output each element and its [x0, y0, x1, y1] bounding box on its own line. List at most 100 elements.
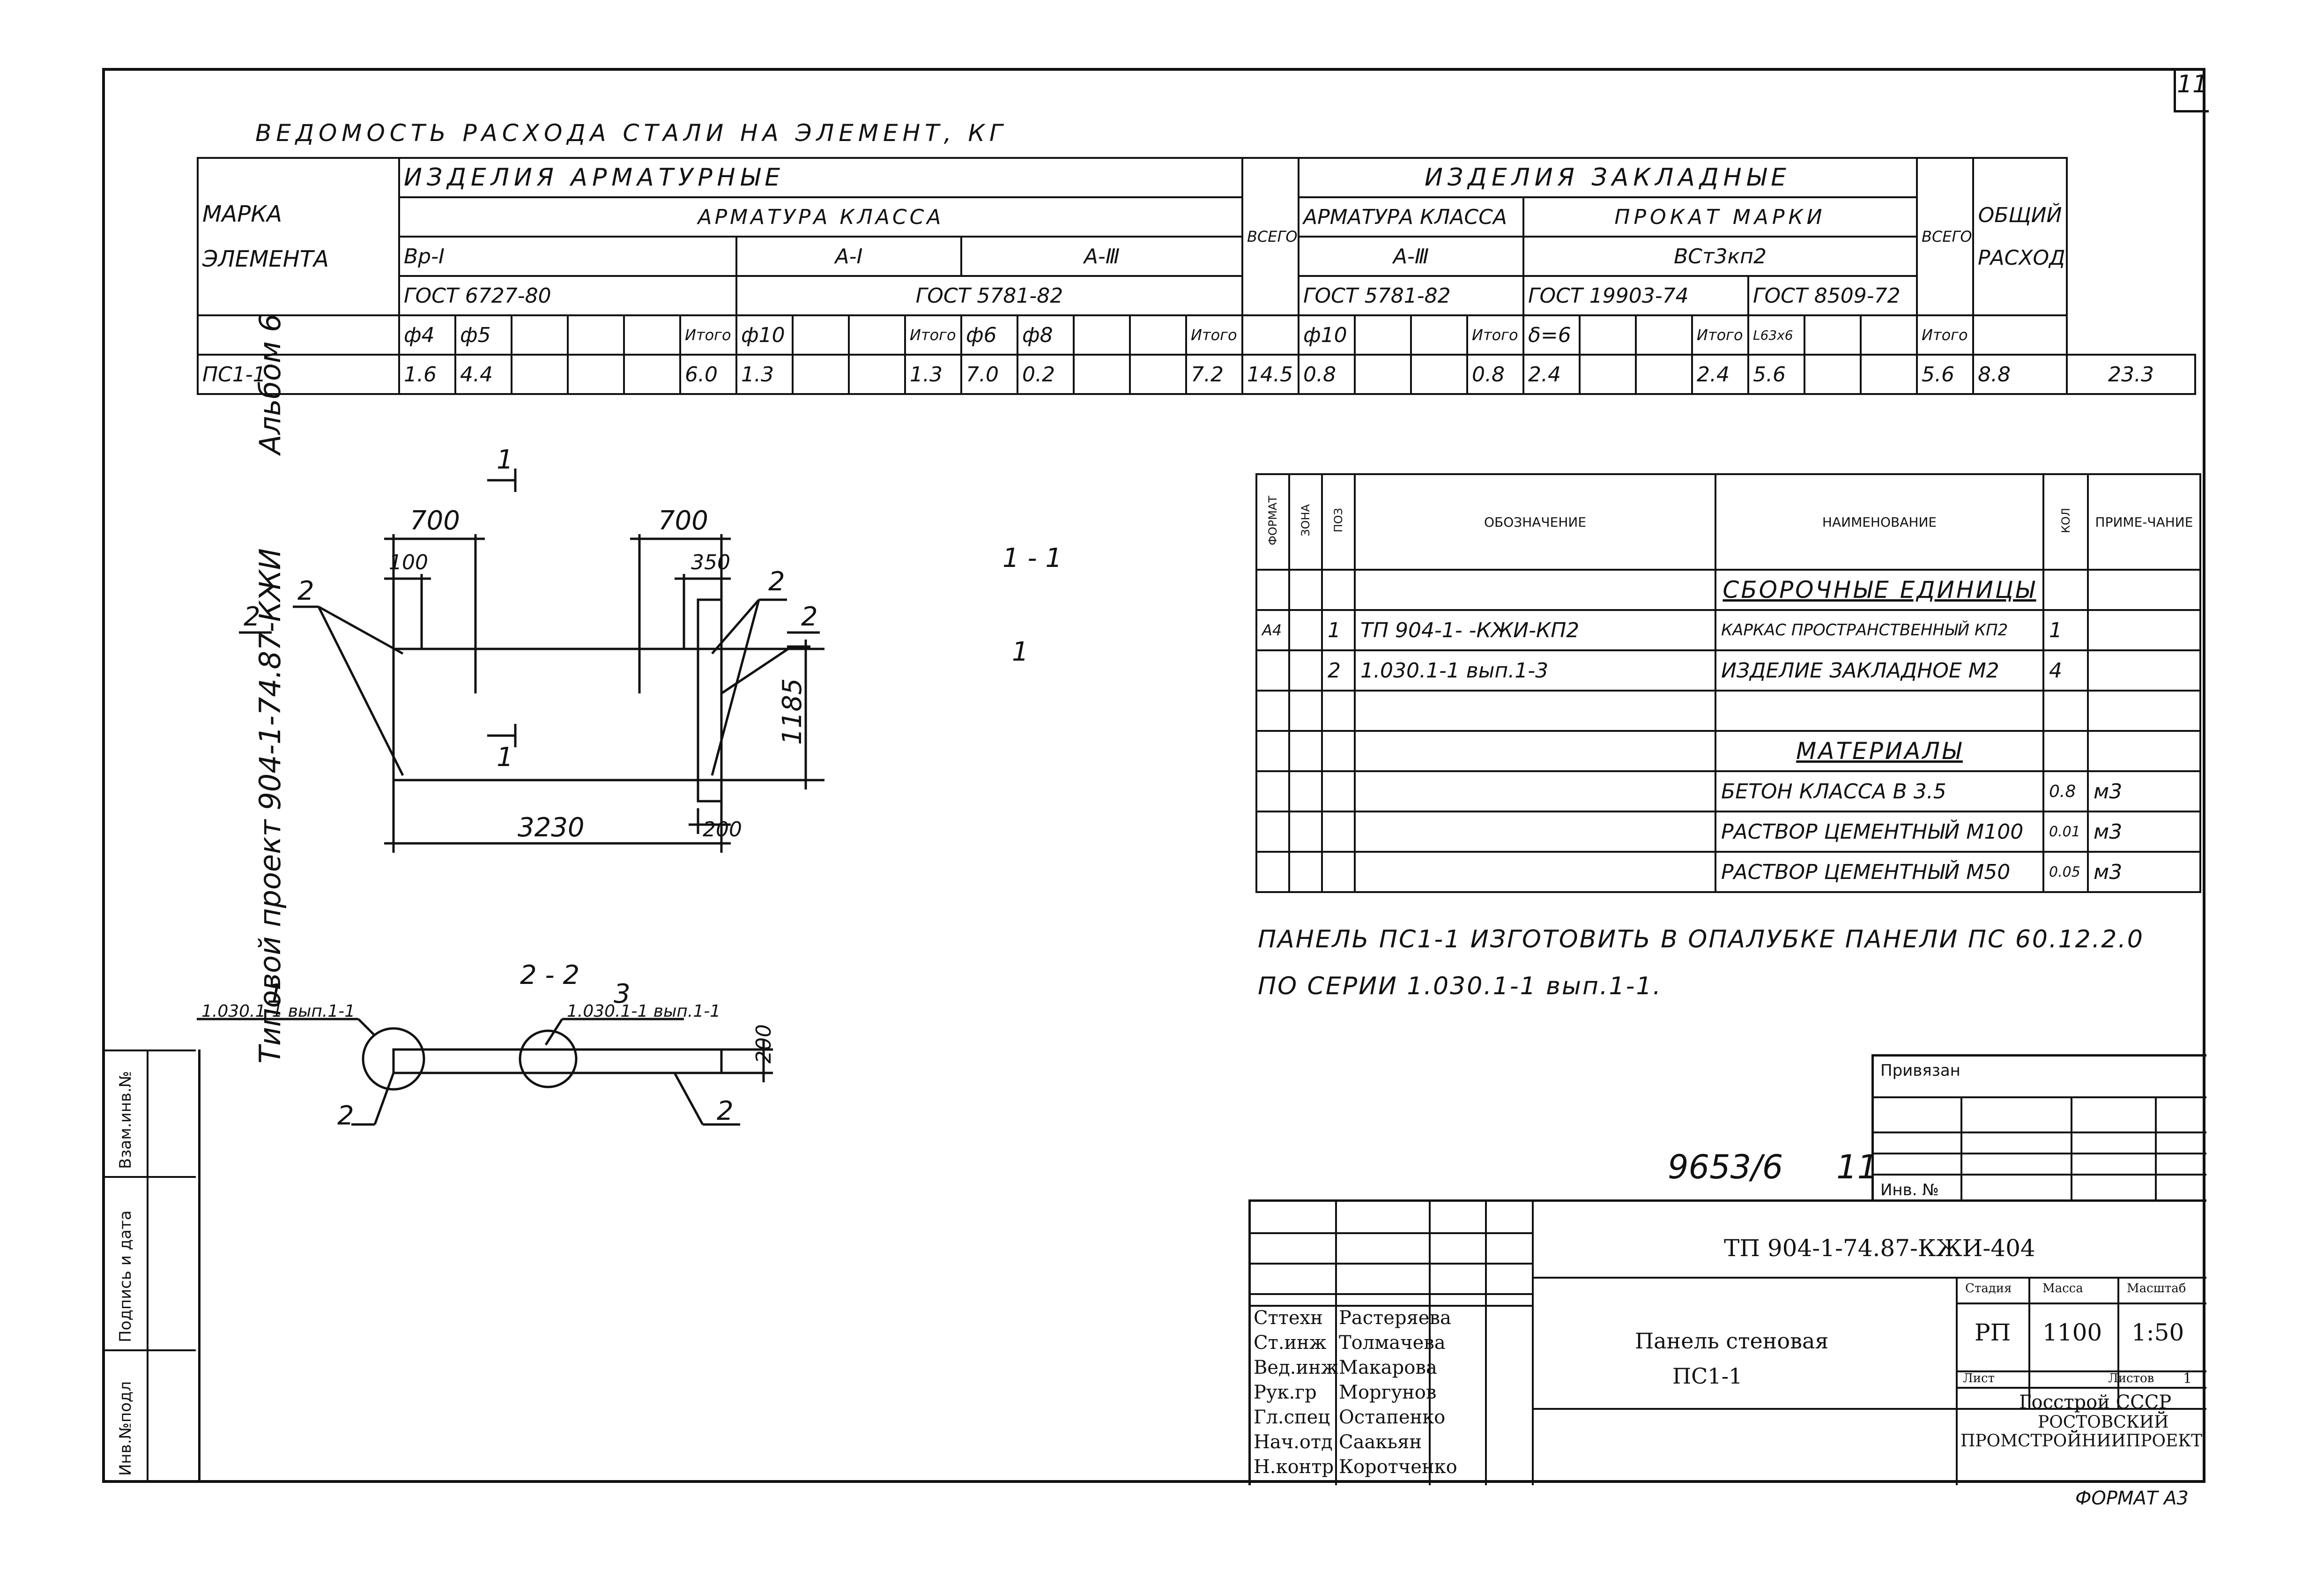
signature-label: Подпись и дата [116, 1210, 135, 1342]
cell-value: 6.0 [679, 354, 737, 395]
spec-m1-unit: м3 [2087, 770, 2201, 812]
spec-m1-name: БЕТОН КЛАССА В 3.5 [1715, 770, 2044, 812]
spec-h-qty: КОЛ [2059, 507, 2072, 533]
attach-label: Привязан [1880, 1061, 1960, 1080]
total-label-1: ОБЩИЙ [1978, 203, 2062, 227]
attach-inv: Инв. № [1880, 1181, 1939, 1199]
name-1: Толмачева [1339, 1332, 1446, 1354]
cell-value: 0.8 [1466, 354, 1524, 395]
handwritten-sheet: 11 [1836, 1148, 1879, 1186]
cell-value: 4.4 [454, 354, 512, 395]
table-row: РАСТВОР ЦЕМЕНТНЫЙ М50 0.05 м3 [1255, 851, 2201, 893]
itogo-6: Итого [1916, 314, 1974, 356]
gost-a: ГОСТ 5781-82 [735, 275, 1243, 316]
ref-text-3: 1.030.1-1 вып.1-1 [567, 1002, 720, 1021]
name-0: Растеряева [1339, 1307, 1451, 1329]
product-name: Панель стеновая [1635, 1328, 1829, 1354]
rebar-class-header: АРМАТУРА КЛАССА [398, 196, 1243, 238]
cell-value: 7.2 [1185, 354, 1243, 395]
sheet-header: Лист [1963, 1371, 1995, 1385]
table-row: БЕТОН КЛАССА В 3.5 0.8 м3 [1255, 770, 2201, 812]
cell-value: 2.4 [1522, 354, 1581, 395]
spec-m3-unit: м3 [2087, 851, 2201, 893]
spec-h-note: ПРИМЕ-ЧАНИЕ [2087, 473, 2201, 571]
approval-strip: Взам.инв.№ Подпись и дата Инв.№подл [102, 1050, 200, 1481]
section-mark-2-left: 2 [244, 602, 260, 632]
table-row: А4 1 ТП 904-1- -КЖИ-КП2 КАРКАС ПРОСТРАНС… [1255, 609, 2201, 651]
embed-gost: ГОСТ 5781-82 [1298, 275, 1524, 316]
section-11-ref: 1 [1012, 637, 1029, 667]
spec-r1-designation: ТП 904-1- -КЖИ-КП2 [1354, 609, 1716, 651]
role-2: Вед.инж [1254, 1357, 1338, 1378]
itogo-2: Итого [904, 314, 962, 356]
thickness-6: δ=6 [1522, 314, 1581, 356]
itogo-1: Итого [679, 314, 737, 356]
class-a1: А-I [735, 236, 962, 277]
steel-table-title: ВЕДОМОСТЬ РАСХОДА СТАЛИ НА ЭЛЕМЕНТ, КГ [255, 119, 1007, 147]
diam-4: ф4 [398, 314, 456, 356]
mark-label-1: МАРКА [202, 201, 282, 227]
role-6: Н.контр [1254, 1456, 1334, 1478]
row-mark: ПС1-1 [197, 354, 400, 395]
scale-value: 1:50 [2131, 1319, 2184, 1346]
itogo-5: Итого [1691, 314, 1749, 356]
mark-2-right: 2 [768, 566, 785, 597]
spec-h-format: ФОРМАТ [1266, 495, 1279, 545]
spec-r2-name: ИЗДЕЛИЕ ЗАКЛАДНОЕ М2 [1715, 649, 2044, 692]
drawing-frame [102, 68, 2205, 1483]
class-a3: А-Ⅲ [960, 236, 1243, 277]
spec-m3-name: РАСТВОР ЦЕМЕНТНЫЙ М50 [1715, 851, 2044, 893]
cell-value: 5.6 [1916, 354, 1974, 395]
sheets-header: Листов [2108, 1371, 2154, 1385]
cell-value: 14.5 [1241, 354, 1299, 395]
ref-3: 3 [614, 979, 631, 1009]
format-label: ФОРМАТ А3 [2075, 1488, 2189, 1509]
title-block: ТП 904-1-74.87-КЖИ-404 Панель стеновая П… [1248, 1199, 2206, 1485]
cell-value: 2.4 [1691, 354, 1749, 395]
spec-sec-materials: МАТЕРИАЛЫ [1715, 730, 2044, 772]
mass-header: Масса [2042, 1281, 2083, 1295]
role-4: Гл.спец [1254, 1407, 1330, 1428]
name-6: Коротченко [1339, 1456, 1457, 1478]
role-5: Нач.отд [1254, 1431, 1333, 1453]
org-1: Госстрой СССР [2019, 1392, 2172, 1413]
section-22-outline [392, 1048, 723, 1074]
stage-header: Стадия [1965, 1281, 2012, 1295]
ref-1: 1 [267, 979, 284, 1009]
section-22-title: 2 - 2 [520, 960, 579, 990]
spec-h-zone: ЗОНА [1299, 504, 1312, 536]
spec-m2-name: РАСТВОР ЦЕМЕНТНЫЙ М100 [1715, 811, 2044, 853]
cell-value: 1.6 [398, 354, 456, 395]
embed-rebar-class: АРМАТУРА КЛАССА [1298, 196, 1524, 238]
itogo-3: Итого [1185, 314, 1243, 356]
prokat-mark: ВСт3кп2 [1522, 236, 1918, 277]
class-bp: Вр-I [398, 236, 737, 277]
role-1: Ст.инж [1254, 1332, 1327, 1354]
name-5: Саакьян [1339, 1431, 1422, 1453]
prokat-header: ПРОКАТ МАРКИ [1522, 196, 1918, 238]
ref-2-right: 2 [717, 1096, 734, 1126]
gost-8509: ГОСТ 8509-72 [1747, 275, 1918, 316]
spec-h-name: НАИМЕНОВАНИЕ [1715, 473, 2044, 571]
dim-350: 350 [691, 551, 730, 574]
spec-r1-pos: 1 [1321, 609, 1356, 651]
cell-value: 0.8 [1298, 354, 1356, 395]
attachment-block: Привязан Инв. № [1871, 1054, 2206, 1202]
dim-700-left: 700 [410, 506, 460, 536]
panel-outline [392, 648, 723, 782]
mass-value: 1100 [2042, 1319, 2102, 1346]
name-4: Остапенко [1339, 1407, 1446, 1428]
diam-5: ф5 [454, 314, 512, 356]
table-row: ПС1-1 1.6 4.4 6.0 1.3 1.3 7.0 0.2 7.2 14… [197, 354, 2196, 395]
mark-label-2: ЭЛЕМЕНТА [202, 246, 329, 272]
doc-code: ТП 904-1-74.87-КЖИ-404 [1724, 1235, 2035, 1262]
cell-value: 1.3 [904, 354, 962, 395]
spec-r2-designation: 1.030.1-1 вып.1-3 [1354, 649, 1716, 692]
total-label-2: РАСХОД [1978, 246, 2065, 270]
spec-r1-qty: 1 [2042, 609, 2089, 651]
cell-value: 7.0 [960, 354, 1018, 395]
spec-table: ФОРМАТ ЗОНА ПОЗ ОБОЗНАЧЕНИЕ НАИМЕНОВАНИЕ… [1255, 473, 2201, 893]
table-row: РАСТВОР ЦЕМЕНТНЫЙ М100 0.01 м3 [1255, 811, 2201, 853]
spec-m3-qty: 0.05 [2042, 851, 2089, 893]
spec-m1-qty: 0.8 [2042, 770, 2089, 812]
